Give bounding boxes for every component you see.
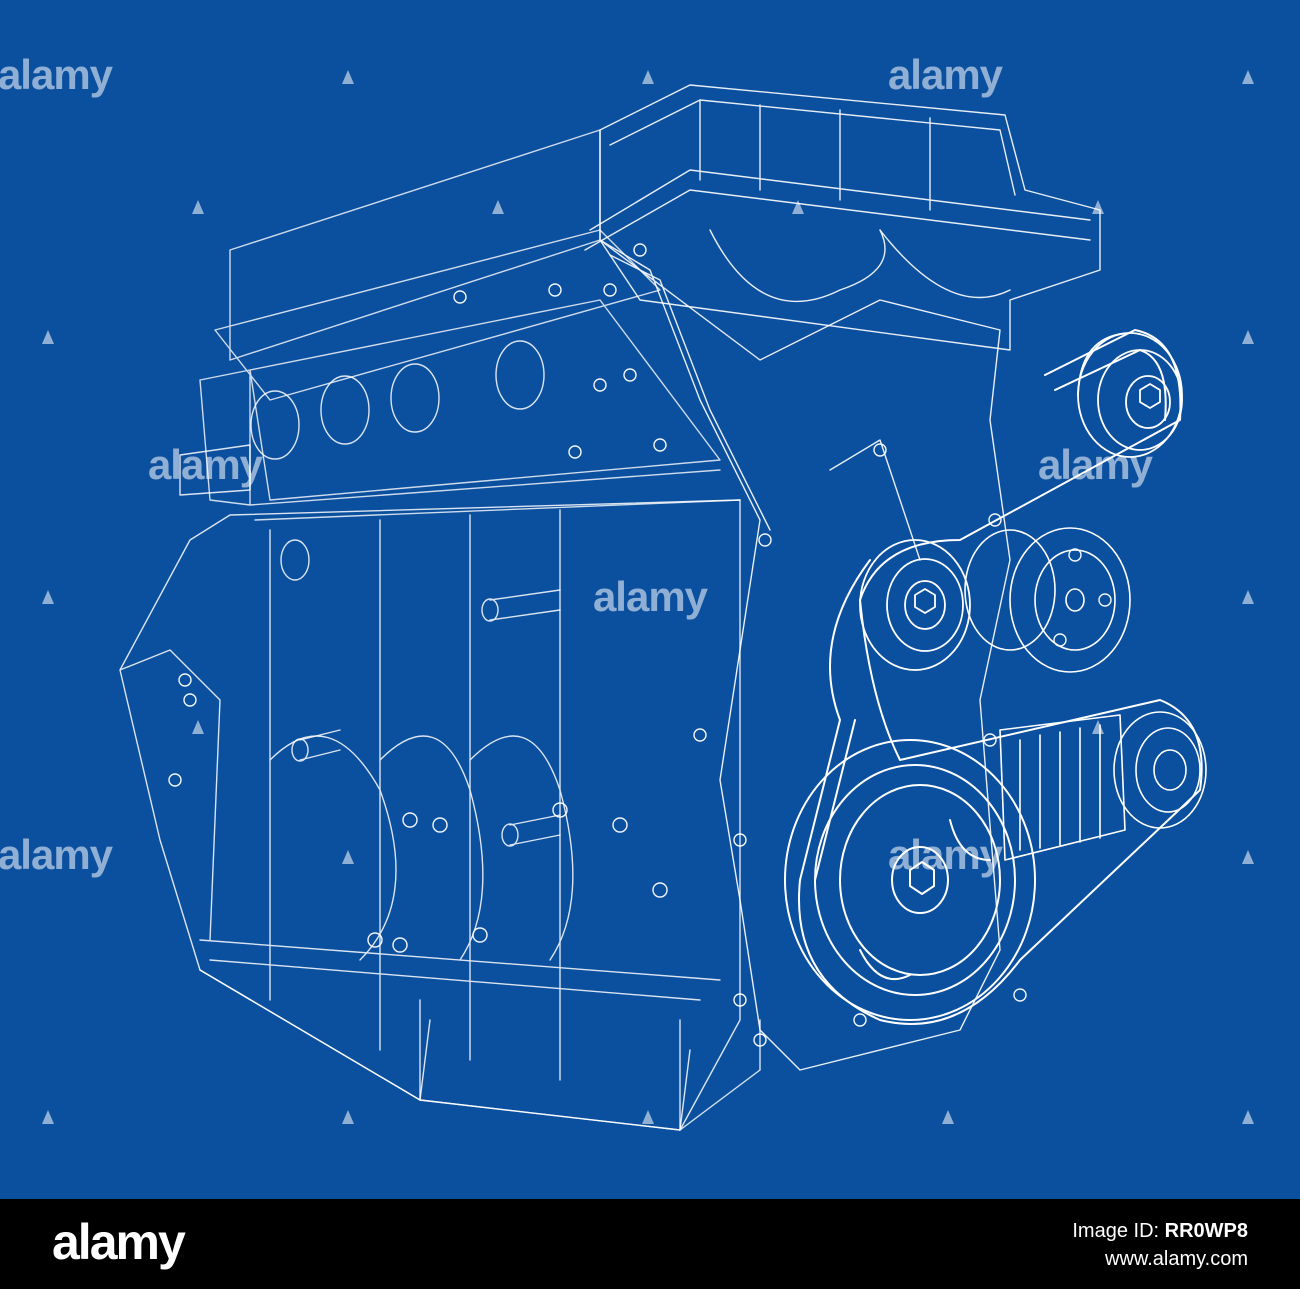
valve-cover <box>584 84 1101 351</box>
cylinder-head <box>199 129 741 521</box>
watermark-glyph-icon <box>1242 850 1254 864</box>
watermark: alamy <box>887 51 1003 98</box>
watermark-glyph-icon <box>1092 200 1104 214</box>
image-id-label: Image ID: <box>1072 1220 1160 1242</box>
image-id-line: Image ID: RR0WP8 <box>1072 1217 1248 1245</box>
intake-ports <box>179 340 545 496</box>
standoffs <box>280 539 561 847</box>
site-url: www.alamy.com <box>1105 1248 1248 1270</box>
blueprint-canvas: alamy alamy alamy alamy alamy alamy alam… <box>0 0 1300 1199</box>
oil-pan <box>199 969 761 1131</box>
engine-wireframe-drawing <box>119 84 1207 1131</box>
watermark: alamy <box>1037 441 1153 488</box>
watermark-glyph-icon <box>342 70 354 84</box>
watermark: alamy <box>592 573 708 620</box>
alternator <box>999 711 1207 861</box>
watermark: alamy <box>0 51 113 98</box>
upper-idler-pulley <box>1077 332 1183 458</box>
watermark: alamy <box>0 831 113 878</box>
watermark-glyph-icon <box>492 200 504 214</box>
watermark-glyph-icon <box>42 330 54 344</box>
watermark-glyph-icon <box>42 590 54 604</box>
watermark-glyph-icon <box>342 850 354 864</box>
serpentine-belt <box>798 329 1203 1025</box>
image-meta: Image ID: RR0WP8 www.alamy.com <box>1072 1217 1248 1273</box>
watermark-glyph-icon <box>1242 590 1254 604</box>
image-id-value: RR0WP8 <box>1164 1220 1248 1242</box>
water-pump-pulley <box>964 527 1131 673</box>
watermark-glyph-icon <box>942 1110 954 1124</box>
tensioner-pulley <box>859 539 971 671</box>
watermark-glyph-icon <box>1242 330 1254 344</box>
watermark-glyph-icon <box>1242 1110 1254 1124</box>
watermark-glyph-icon <box>42 1110 54 1124</box>
watermark-glyph-icon <box>642 70 654 84</box>
watermark-glyph-icon <box>192 200 204 214</box>
alamy-logo: alamy <box>52 1214 186 1270</box>
timing-cover <box>599 239 1011 1071</box>
stock-footer-bar: alamy Image ID: RR0WP8 www.alamy.com <box>0 1199 1300 1289</box>
watermark: alamy <box>887 831 1003 878</box>
bolts <box>168 243 1112 1047</box>
watermark-glyph-icon <box>1242 70 1254 84</box>
crankshaft-pulley <box>784 739 1036 1021</box>
watermark-glyph-icon <box>192 720 204 734</box>
watermark-glyph-icon <box>642 1110 654 1124</box>
watermark-glyph-icon <box>342 1110 354 1124</box>
watermark: alamy <box>147 441 263 488</box>
watermark-glyph-icon <box>792 200 804 214</box>
watermark-glyph-icon <box>1092 720 1104 734</box>
